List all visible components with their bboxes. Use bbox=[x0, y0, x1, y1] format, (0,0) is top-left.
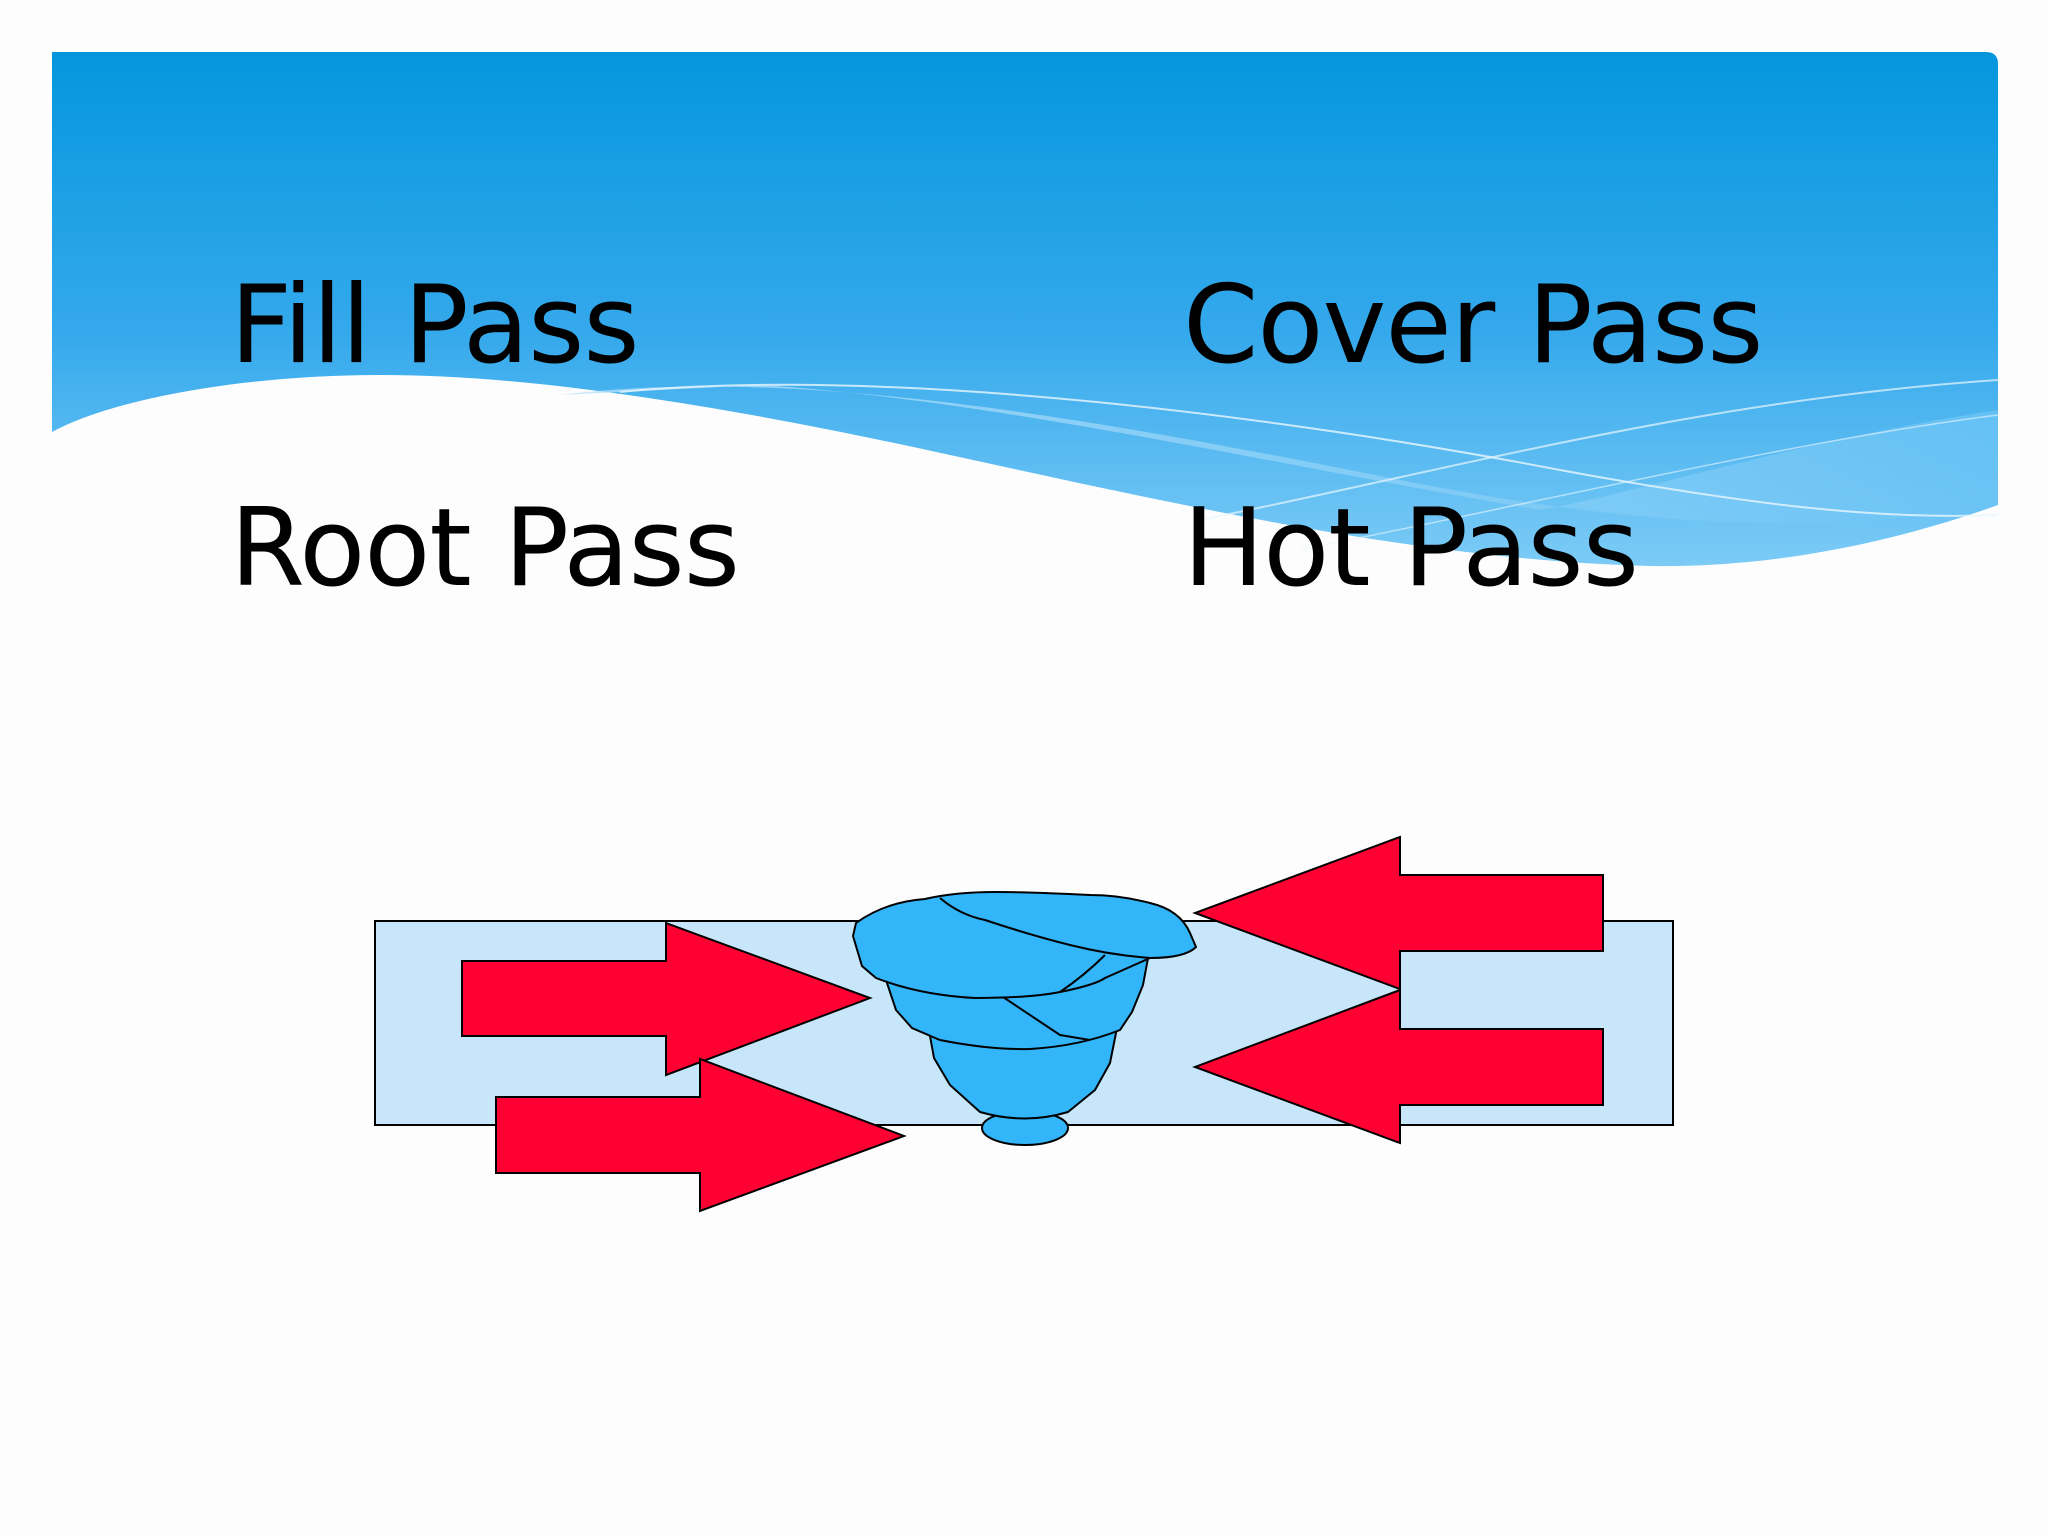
weld-cover-pass-divider-2 bbox=[1059, 954, 1106, 993]
arrow-right-lower bbox=[495, 1057, 907, 1213]
label-fill-pass: Fill Pass bbox=[230, 263, 640, 388]
label-cover-pass: Cover Pass bbox=[1183, 263, 1764, 388]
header-wave-line-1 bbox=[619, 383, 1999, 517]
weld-cover-pass-divider-1 bbox=[939, 897, 1151, 959]
arrow-left-lower bbox=[1192, 988, 1604, 1145]
arrow-left-upper bbox=[1192, 835, 1604, 991]
header-wave-line-3 bbox=[1299, 414, 1999, 551]
header-wave-line-2 bbox=[1199, 379, 1999, 521]
label-hot-pass: Hot Pass bbox=[1183, 486, 1639, 611]
weld-fill-pass-divider bbox=[999, 994, 1091, 1041]
label-root-pass: Root Pass bbox=[230, 486, 740, 611]
weld-cover-pass bbox=[851, 890, 1198, 1000]
header-band bbox=[52, 52, 1998, 567]
weld-bead bbox=[851, 890, 1198, 1146]
arrow-right-upper bbox=[461, 921, 873, 1077]
header-light-wave bbox=[560, 385, 1998, 524]
